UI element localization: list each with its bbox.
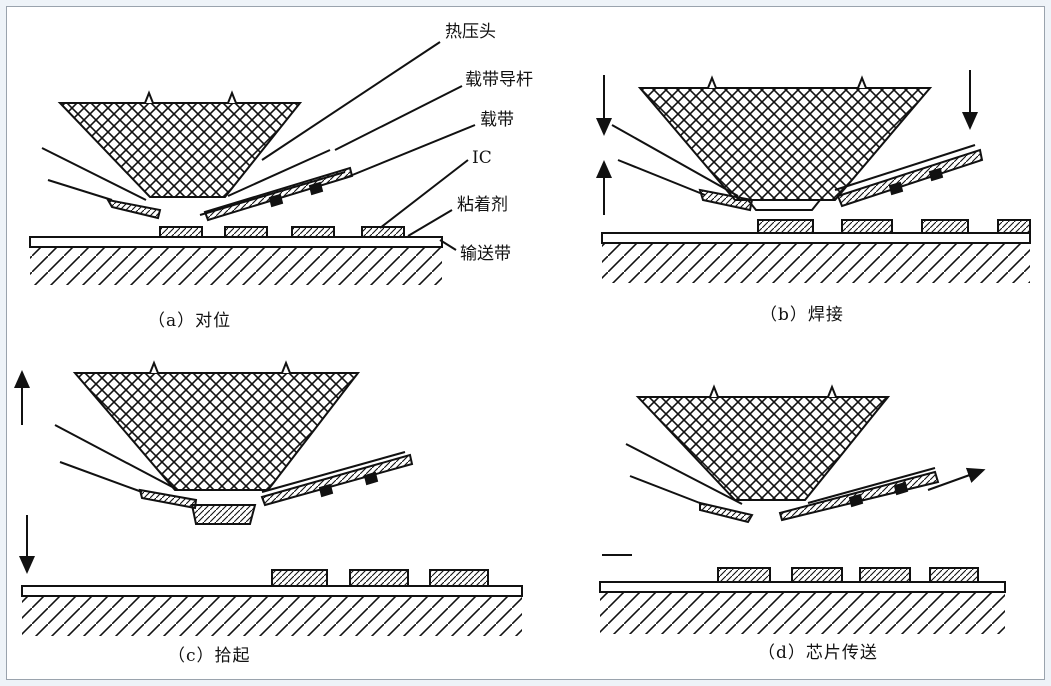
panel-a-leader-lines [262,42,475,250]
label-adhesive: 粘着剂 [457,197,508,214]
caption-c: （c）拾起 [168,648,251,665]
panel-a-chips [160,227,404,237]
panel-a-thermode [60,103,300,197]
panel-b-bonding [602,70,1030,283]
panel-a-ground [30,247,442,285]
label-carrier-guide: 载带导杆 [465,72,533,89]
label-ic: IC [472,150,492,167]
panel-d-chip-transfer [600,387,1005,634]
caption-b: （b）焊接 [760,307,844,324]
panel-c-pickup [22,363,522,636]
label-thermode: 热压头 [445,24,496,41]
panel-a-alignment [30,93,442,285]
label-carrier-tape: 载带 [480,112,514,129]
label-conveyor: 输送带 [460,246,511,263]
panel-a-conveyor-belt [30,237,442,247]
caption-d: （d）芯片传送 [758,645,878,662]
caption-a: （a）对位 [148,313,231,330]
